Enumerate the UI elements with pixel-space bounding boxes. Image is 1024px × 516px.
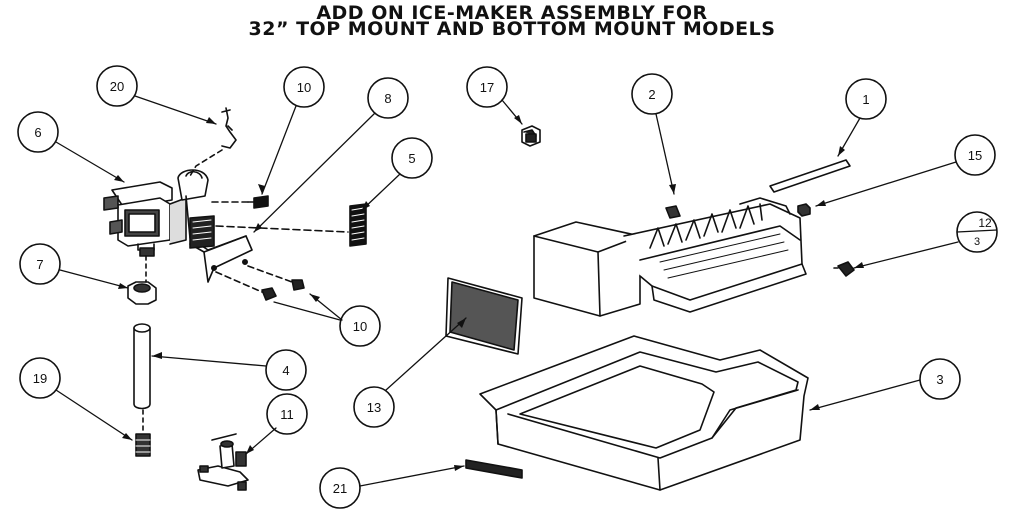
screw-part-10b: [261, 279, 305, 301]
callout-6: 6: [34, 125, 41, 140]
leader-lines: [55, 95, 959, 487]
nut-part-7: [127, 281, 157, 305]
callout-13: 13: [367, 400, 381, 415]
callout-17: 17: [480, 80, 494, 95]
callout-1: 1: [862, 92, 869, 107]
diagram-title-line-2: 32” TOP MOUNT AND BOTTOM MOUNT MODELS: [248, 18, 776, 40]
spring-part-19: [135, 433, 151, 457]
callout-19: 19: [33, 371, 47, 386]
screw-part-10a: [247, 195, 269, 209]
callout-2: 2: [648, 87, 655, 102]
callout-15: 15: [968, 148, 982, 163]
callout-10-top: 10: [297, 80, 311, 95]
callout-21: 21: [333, 481, 347, 496]
coil-part-5: [349, 203, 367, 247]
diagram-title-line-1: ADD ON ICE-MAKER ASSEMBLY FOR: [316, 2, 708, 24]
fitting-part-11: [197, 433, 249, 491]
callout-12: 12: [978, 216, 992, 230]
ice-maker-part-2: [533, 197, 807, 317]
panel-part-13: [445, 277, 523, 355]
callout-5: 5: [408, 151, 415, 166]
callout-20: 20: [110, 79, 124, 94]
callout-8: 8: [384, 91, 391, 106]
rod-part-1: [769, 159, 851, 193]
callout-numbers: 20 10 8 17 2 1 6 5 15 12 3 7 10 4 13 3 1…: [33, 79, 992, 496]
screw-part-12: [833, 261, 855, 277]
strip-part-21: [465, 459, 523, 479]
callout-4: 4: [282, 363, 289, 378]
clip-part-20: [221, 107, 237, 149]
valve-coil: [189, 215, 215, 249]
callout-7: 7: [36, 257, 43, 272]
leader-arrowheads: [114, 115, 864, 471]
block-part-15: [797, 203, 811, 217]
tube-part-4: [133, 323, 151, 410]
callout-11: 11: [280, 407, 294, 422]
callout-3: 3: [936, 372, 943, 387]
clip-part-17: [521, 125, 541, 147]
callout-3-sub: 3: [974, 236, 980, 248]
ice-bin-part-3: [479, 335, 809, 491]
water-valve-part: [103, 169, 209, 257]
callout-10-bottom: 10: [353, 319, 367, 334]
callout-bubbles: [17, 65, 998, 509]
